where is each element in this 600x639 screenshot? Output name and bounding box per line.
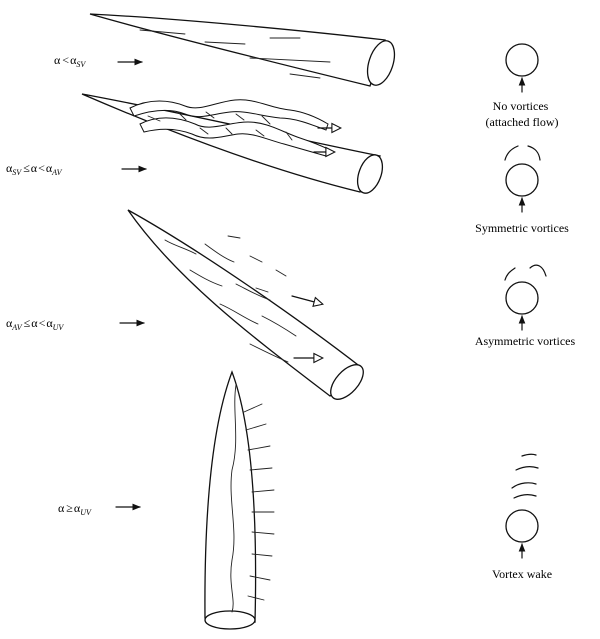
cross-section-symmetric: [505, 146, 540, 212]
regime-4-label: α≥αUV: [58, 501, 140, 517]
body-vortex-wake: [205, 372, 274, 629]
svg-text:αAV≤α<αUV: αAV≤α<αUV: [6, 316, 64, 332]
body-attached-flow: [90, 14, 400, 89]
svg-text:α≥αUV: α≥αUV: [58, 501, 92, 517]
regime-3-label: αAV≤α<αUV: [6, 316, 144, 332]
cross-section-attached: [506, 44, 538, 92]
caption-symmetric-vortices: Symmetric vortices: [475, 221, 569, 235]
regime-1-label: α<αSV: [54, 53, 142, 69]
regime-2-label: αSV≤α<αAV: [6, 161, 146, 177]
body-asymmetric-vortices: [128, 210, 369, 405]
svg-text:α<αSV: α<αSV: [54, 53, 86, 69]
svg-text:αSV≤α<αAV: αSV≤α<αAV: [6, 161, 63, 177]
cross-section-wake: [506, 454, 538, 558]
caption-asymmetric-vortices: Asymmetric vortices: [475, 334, 576, 348]
cross-section-asymmetric: [505, 265, 546, 330]
caption-no-vortices: No vortices (attached flow): [486, 99, 559, 129]
caption-vortex-wake: Vortex wake: [492, 567, 552, 581]
body-symmetric-vortices: [82, 94, 387, 197]
